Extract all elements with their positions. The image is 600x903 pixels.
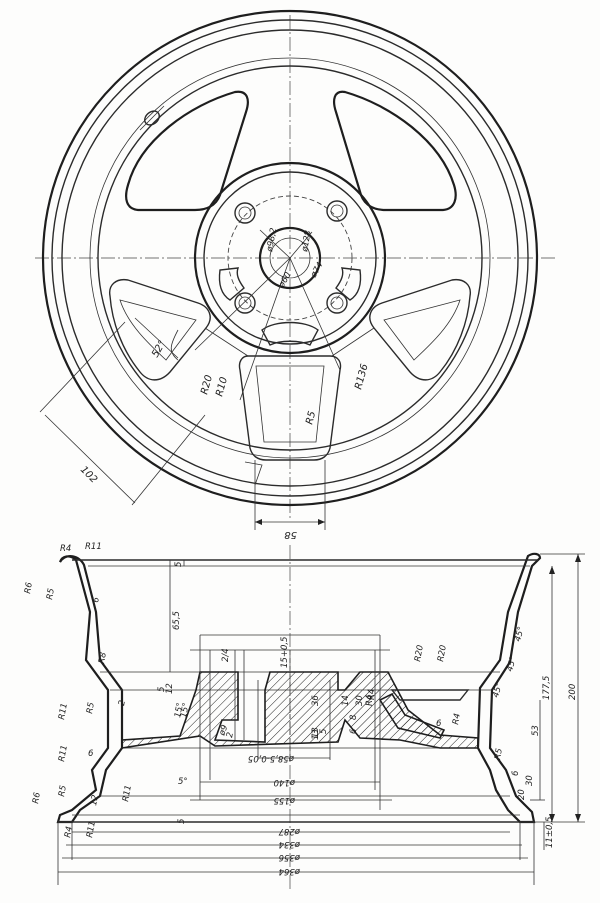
front-view: R20 R10 R5 R136 52° 102 58 ø98,2 ø128 ø7… [35,9,555,540]
window-lower-left [109,278,211,381]
label-left-r4-top: R4 [60,544,71,554]
label-r10: R10 [214,376,230,398]
svg-text:R4: R4 [367,689,377,700]
bolt-hole-tl [234,202,256,224]
svg-text:12: 12 [165,683,175,694]
label-left-r8: R8 [97,651,109,664]
label-r136: R136 [353,363,370,391]
label-dia-155: ø155 [274,795,296,805]
label-left-r5-low: R5 [57,785,69,798]
window-upper-left [125,90,249,212]
label-dia-140: ø140 [274,777,296,787]
window-lower-center [238,355,342,461]
label-hub-13: 13 [311,727,321,738]
label-left-r11-last: R11 [85,820,98,838]
rim-outer-circle [41,9,539,507]
window-upper-right [333,90,457,212]
label-dia-585: ø58,5-0,05 [248,753,295,763]
label-left-r11-bottom: R11 [121,784,134,802]
section-view: R4 R11 R6 R5 R8 R11 R5 R11 R6 R5 R11 R4 … [23,542,585,890]
label-left-r11-mid: R11 [57,702,70,720]
label-height-1775: 177,5 [542,676,552,700]
label-hub-24: 2/4 [221,648,231,662]
disc-boundary-circle [97,65,483,451]
svg-text:12: 12 [89,794,101,806]
svg-text:15°: 15° [173,702,185,719]
label-dia-287: ø287 [278,826,301,836]
label-left-r11-top: R11 [85,542,102,552]
svg-text:5: 5 [157,687,167,692]
label-r5: R5 [304,410,318,426]
label-left-r5: R5 [45,588,57,601]
svg-text:13: 13 [311,729,321,740]
bolt-circle [227,195,353,321]
window-lower-right [369,278,471,381]
label-hub-74: ø74 [308,261,325,281]
rim-profile-left [56,555,124,824]
bolt-hole-bl [234,292,256,314]
label-dim-655: 65,5 [172,611,182,630]
svg-text:30: 30 [355,695,365,706]
valve-hole [139,105,165,131]
label-left-r11-low: R11 [57,744,70,762]
hub-outer-circle [193,161,387,355]
label-left-r5-mid: R5 [85,702,97,715]
label-102: 102 [78,464,99,485]
label-right-r20-b: R20 [436,644,449,662]
svg-text:14: 14 [341,695,351,706]
label-height-200: 200 [568,684,578,700]
hub-pocket-bottom [261,321,319,346]
label-dia-364: ø364 [279,866,301,876]
svg-text:2: 2 [117,699,128,706]
label-left-r6: R6 [23,581,35,594]
label-hub-36: 36 [311,695,321,706]
label-right-r4: R4 [451,713,463,726]
disc-section-hatched [121,671,479,749]
svg-text:30: 30 [525,775,535,786]
svg-text:5: 5 [319,729,329,734]
svg-text:6: 6 [436,719,442,729]
svg-text:6: 6 [349,728,359,734]
rim-seat-circle [61,29,519,487]
label-angle-45-a: 45° [513,626,527,643]
label-angle-52: 52° [150,339,168,360]
label-hub-128: ø128 [300,229,314,253]
svg-text:5: 5 [174,562,184,567]
label-height-53: 53 [531,725,541,736]
label-dim-6: 6 [91,596,102,604]
hub-flange-circle [203,171,377,345]
height-dims [530,553,585,850]
rim-flange-circle [51,19,529,497]
svg-text:6: 6 [511,770,521,776]
label-dia-334: ø334 [279,839,301,849]
svg-text:6: 6 [88,749,94,759]
label-angle-5: 5° [178,777,188,787]
svg-text:20: 20 [517,789,527,800]
svg-text:2: 2 [225,731,236,738]
label-r20: R20 [199,374,215,396]
label-hub-982: ø98,2 [265,227,279,253]
label-hub-9: ø9 [217,724,230,738]
label-angle-45-b: 45° [491,682,505,699]
label-bottom-tol: 11±0,5 [545,817,555,848]
center-bore [258,226,322,290]
label-dia-356: ø356 [278,852,301,862]
label-angle-15: 15° [179,702,191,719]
svg-text:R4: R4 [365,695,375,706]
label-hub-15: 15+0,5 [280,637,290,668]
label-left-r4-bottom: R4 [63,826,75,839]
diameter-dims [57,757,535,885]
bolt-hole-br [326,292,348,314]
bolt-hole-tr [326,200,348,222]
label-right-r5: R5 [493,748,505,761]
svg-text:5: 5 [177,819,187,824]
label-left-r6-low: R6 [31,791,43,804]
label-58: 58 [284,529,297,540]
label-right-r20-a: R20 [413,644,426,662]
label-angle-45-right: 45° [505,656,519,673]
rim-inner-circle [89,57,491,459]
svg-text:8: 8 [349,714,359,720]
